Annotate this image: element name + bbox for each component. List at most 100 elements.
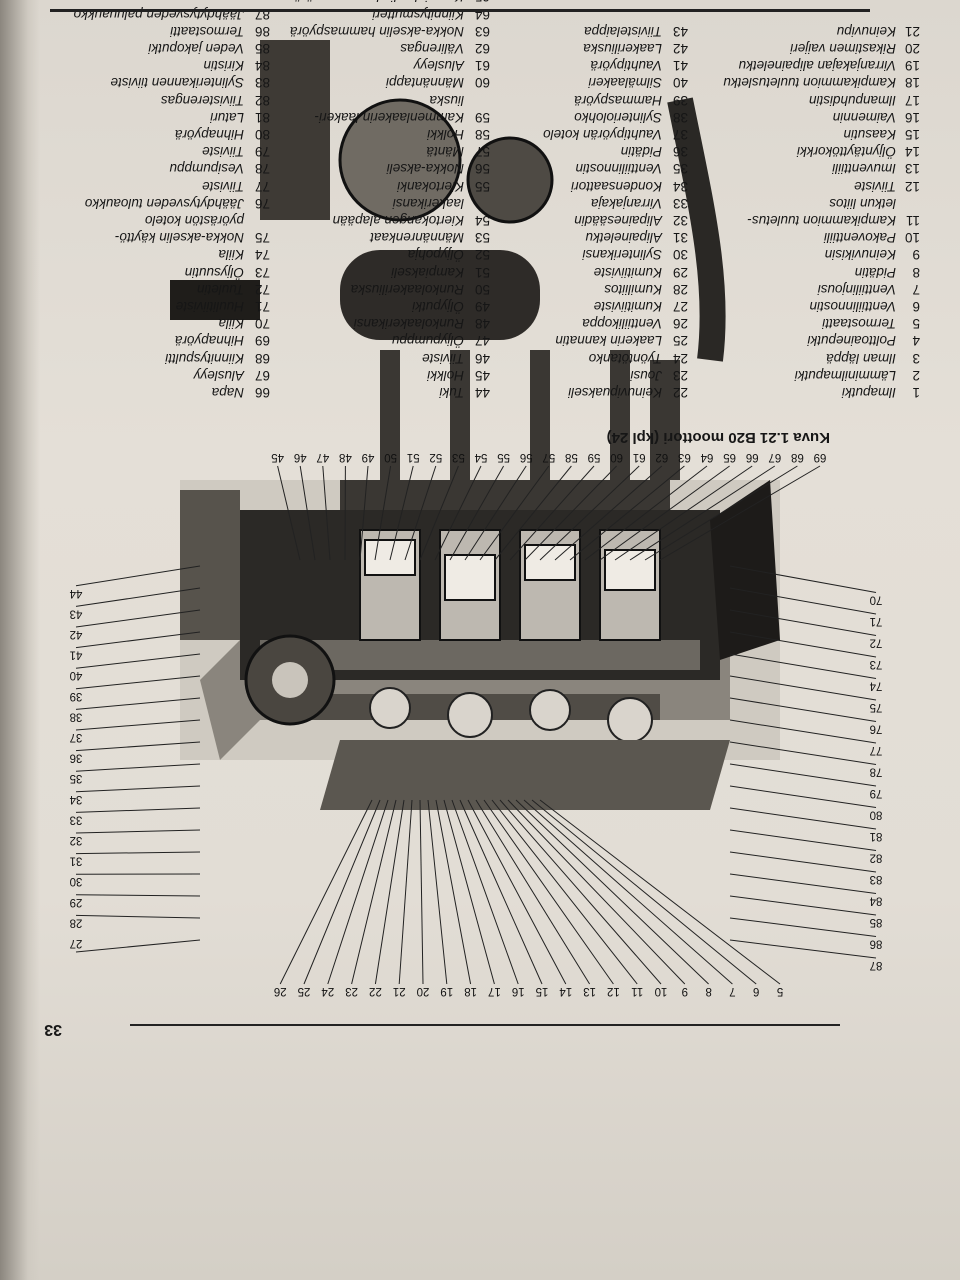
part-number: 28 [672, 281, 688, 297]
part-name: Öljyputki [412, 299, 464, 314]
leader-line [729, 873, 877, 894]
leader-line [435, 799, 472, 985]
part-name: Keinuvipu [836, 23, 896, 39]
part-number: 54 [474, 213, 490, 228]
part-name: Kiertokanki [397, 178, 464, 194]
part-number: 65 [475, 0, 490, 4]
leader-line [351, 799, 397, 985]
leader-line [729, 895, 877, 916]
leader-line [524, 465, 617, 561]
leader-line [539, 465, 640, 561]
part-number: 48 [474, 316, 490, 332]
part-number: 20 [904, 41, 920, 56]
part-number: 82 [254, 92, 270, 108]
leader-line [75, 565, 201, 587]
part-number: 77 [254, 178, 270, 194]
callout-31: 31 [70, 855, 83, 867]
part-number: 72 [254, 281, 270, 297]
leader-line [434, 465, 482, 561]
leader-line [404, 465, 437, 561]
part-name: Kiinnitysmutteri [372, 6, 464, 22]
callout-15: 15 [536, 985, 549, 997]
engine-cutaway-illustration [170, 40, 780, 810]
callout-44: 44 [69, 587, 82, 599]
leader-line [729, 675, 877, 701]
callout-86: 86 [870, 938, 883, 950]
part-name: Kiinnityspultti [165, 350, 244, 366]
leader-line [419, 799, 424, 985]
callout-77: 77 [870, 744, 883, 756]
callout-28: 28 [70, 916, 83, 928]
leader-line [443, 799, 495, 985]
leader-line [75, 939, 201, 953]
callout-35: 35 [70, 772, 83, 784]
part-name: Rikastimen vaijeri [790, 41, 896, 56]
part-number: 76 [254, 195, 270, 211]
part-name: Polttoaineputki [807, 333, 896, 349]
callout-55: 55 [497, 451, 510, 463]
part-name: Holkki [427, 127, 464, 142]
leader-line [374, 799, 405, 985]
callout-58: 58 [565, 451, 578, 463]
part-name: Kiristin [203, 58, 244, 74]
part-name: liuska [429, 92, 464, 108]
part-number: 69 [254, 333, 270, 349]
leader-line [75, 914, 201, 919]
part-number: 11 [905, 213, 920, 228]
leader-line [659, 465, 821, 561]
part-number: 34 [672, 178, 688, 194]
leader-line [467, 799, 567, 985]
part-number: 66 [254, 385, 270, 400]
part-number: 67 [254, 367, 270, 383]
part-number: 29 [672, 264, 688, 280]
callout-51: 51 [407, 451, 420, 463]
part-number: 21 [904, 23, 920, 39]
leader-line [464, 465, 527, 561]
part-name: Tiiviste [202, 144, 244, 160]
part-name: Kampiakseli [391, 264, 464, 280]
part-name: Termostaatti [170, 23, 244, 39]
part-number: 53 [474, 230, 490, 246]
leader-line [75, 653, 201, 669]
part-name: Lämminilmaputki [794, 367, 896, 383]
callout-13: 13 [583, 985, 596, 997]
callout-73: 73 [870, 658, 883, 670]
part-name: letkun liitos [829, 195, 896, 211]
leader-line [729, 741, 877, 765]
part-number: 33 [672, 195, 688, 211]
leader-line [614, 465, 753, 561]
part-name: Vauhtipyörän kotelo [543, 127, 662, 142]
part-number: 81 [254, 109, 270, 125]
part-number: 22 [672, 385, 688, 400]
leader-line [75, 741, 201, 752]
part-number: 36 [672, 144, 688, 160]
part-name: Laakeriliuska [583, 41, 662, 56]
callout-6: 6 [753, 985, 759, 997]
part-number: 1 [912, 385, 920, 400]
leader-line [75, 675, 201, 690]
part-number: 7 [912, 281, 920, 297]
part-number: 45 [474, 367, 490, 383]
part-number: 49 [474, 299, 490, 314]
part-number: 46 [474, 350, 490, 366]
callout-20: 20 [417, 985, 430, 997]
part-number: 74 [254, 247, 270, 263]
leader-line [75, 763, 201, 772]
callout-60: 60 [610, 451, 623, 463]
part-number: 85 [254, 41, 270, 56]
callout-16: 16 [512, 985, 525, 997]
leader-line [303, 799, 381, 985]
part-name: Keinuvikisin [824, 247, 896, 263]
part-number: 12 [904, 178, 920, 194]
leader-line [539, 799, 781, 985]
leader-line [75, 719, 201, 731]
part-number: 14 [904, 144, 920, 160]
part-number: 17 [904, 92, 920, 108]
part-name: Vauhtipyörä [590, 58, 662, 74]
leader-line [729, 697, 877, 722]
callout-14: 14 [559, 985, 572, 997]
part-name: Ilmaputki [841, 385, 896, 400]
callout-57: 57 [542, 451, 555, 463]
part-name: Jäähdytysveden paluuaukko [73, 6, 244, 22]
callout-48: 48 [339, 451, 352, 463]
